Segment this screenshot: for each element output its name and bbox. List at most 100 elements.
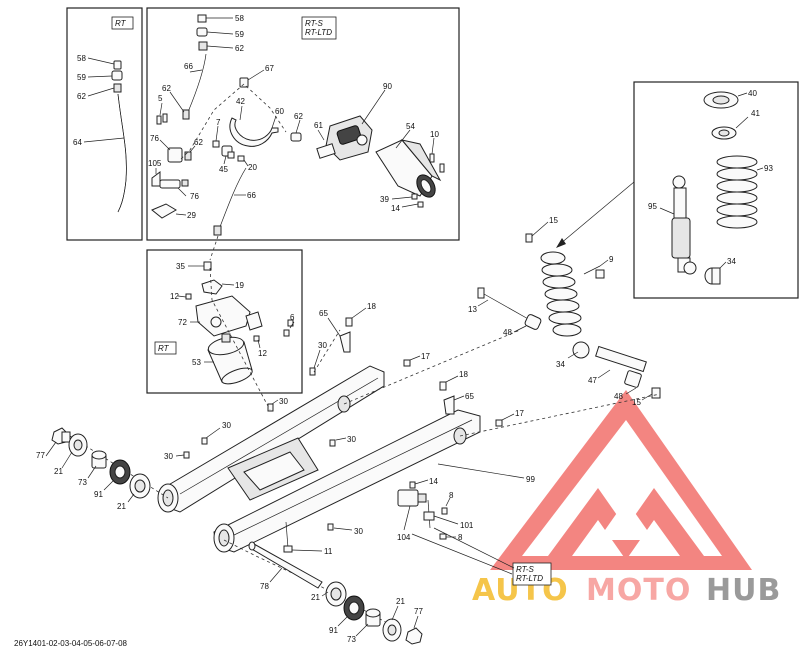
routing-line — [459, 393, 661, 437]
part-shape — [548, 488, 704, 560]
part-shape — [283, 545, 293, 553]
part-callout-62: 62 — [235, 44, 244, 53]
leader-line — [355, 623, 369, 637]
part-shape — [429, 153, 435, 163]
part-callout-105: 105 — [148, 159, 162, 168]
part-shape — [227, 151, 235, 159]
part-callout-34: 34 — [556, 360, 565, 369]
part-shape — [556, 238, 566, 248]
part-shape — [716, 179, 758, 193]
part-shape — [572, 341, 590, 359]
part-callout-21: 21 — [311, 593, 320, 602]
part-callout-14: 14 — [429, 477, 438, 486]
part-shape — [683, 261, 697, 275]
part-shape — [417, 493, 427, 503]
part-shape — [439, 381, 447, 391]
part-shape — [598, 500, 654, 540]
leader-line — [243, 159, 249, 167]
leader-line — [756, 167, 764, 171]
panel-rt-cable — [66, 7, 143, 241]
part-shape — [671, 217, 691, 259]
part-callout-6: 6 — [290, 313, 295, 322]
part-callout-59: 59 — [235, 30, 244, 39]
part-shape — [387, 624, 397, 636]
leader-line — [177, 187, 187, 197]
part-callout-18: 18 — [367, 302, 376, 311]
cable-64-assembly — [111, 60, 127, 213]
part-callout-9: 9 — [609, 255, 614, 264]
part-callout-15: 15 — [549, 216, 558, 225]
part-shape — [309, 367, 316, 376]
part-shape — [403, 359, 411, 367]
leader-line — [327, 317, 341, 337]
part-shape — [716, 215, 758, 229]
part-shape: RT-LTD — [516, 574, 543, 583]
leader-line — [433, 527, 515, 569]
leader-line — [431, 137, 435, 155]
part-shape: RT-S — [516, 565, 534, 574]
panel-rt-s-ltd-actuator — [146, 7, 460, 241]
part-shape: RT — [115, 19, 127, 28]
part-callout-65: 65 — [465, 392, 474, 401]
leader-line — [61, 451, 73, 469]
part-shape — [339, 331, 351, 353]
leader-line — [445, 497, 451, 507]
part-shape — [301, 16, 337, 40]
leader-line — [45, 441, 57, 457]
leader-line — [206, 31, 234, 35]
tag-rt-panel1: RT — [111, 16, 134, 30]
part-shape — [267, 403, 274, 412]
part-callout-8: 8 — [449, 491, 454, 500]
part-shape — [197, 14, 207, 23]
part-shape — [397, 489, 419, 507]
part-shape — [544, 287, 578, 301]
leader-line — [337, 615, 349, 627]
bolt-13 — [477, 287, 531, 321]
part-shape — [552, 323, 582, 337]
part-callout-61: 61 — [314, 121, 323, 130]
swing-arm-99 — [157, 365, 481, 553]
part-shape — [245, 311, 263, 331]
part-shape — [243, 451, 305, 491]
part-callout-47: 47 — [588, 376, 597, 385]
leader-line — [735, 116, 749, 129]
part-callout-30: 30 — [279, 397, 288, 406]
part-callout-78: 78 — [260, 582, 269, 591]
leader-line — [501, 413, 515, 421]
part-callout-17: 17 — [515, 409, 524, 418]
leader-line — [239, 105, 243, 121]
part-callout-35: 35 — [176, 262, 185, 271]
part-callout-48: 48 — [503, 328, 512, 337]
part-shape — [439, 533, 447, 540]
part-shape — [151, 171, 161, 187]
leader-line — [437, 463, 525, 479]
part-shape — [212, 140, 220, 148]
leader-line — [127, 493, 135, 503]
leader-line — [117, 93, 127, 213]
part-callout-39: 39 — [380, 195, 389, 204]
leader-line — [289, 321, 295, 329]
leader-line — [333, 527, 353, 531]
part-shape — [316, 143, 336, 159]
part-callout-15: 15 — [632, 398, 641, 407]
part-callout-95: 95 — [648, 202, 657, 211]
leader-line — [391, 605, 399, 621]
leader-line — [271, 115, 277, 129]
part-shape — [181, 179, 189, 187]
part-callout-13: 13 — [468, 305, 477, 314]
part-callout-58: 58 — [235, 14, 244, 23]
routing-line — [209, 267, 271, 411]
leader-line — [414, 479, 429, 485]
routing-line — [343, 329, 521, 405]
part-callout-93: 93 — [764, 164, 773, 173]
part-callout-54: 54 — [406, 122, 415, 131]
part-shape — [716, 167, 758, 181]
part-shape — [712, 95, 730, 105]
leader-line — [641, 393, 653, 401]
part-callout-53: 53 — [192, 358, 201, 367]
part-shape — [156, 115, 162, 125]
bushing-34-detail — [704, 267, 721, 285]
leader-line — [206, 45, 234, 49]
part-shape — [546, 299, 580, 313]
shock-body-95 — [671, 175, 697, 275]
